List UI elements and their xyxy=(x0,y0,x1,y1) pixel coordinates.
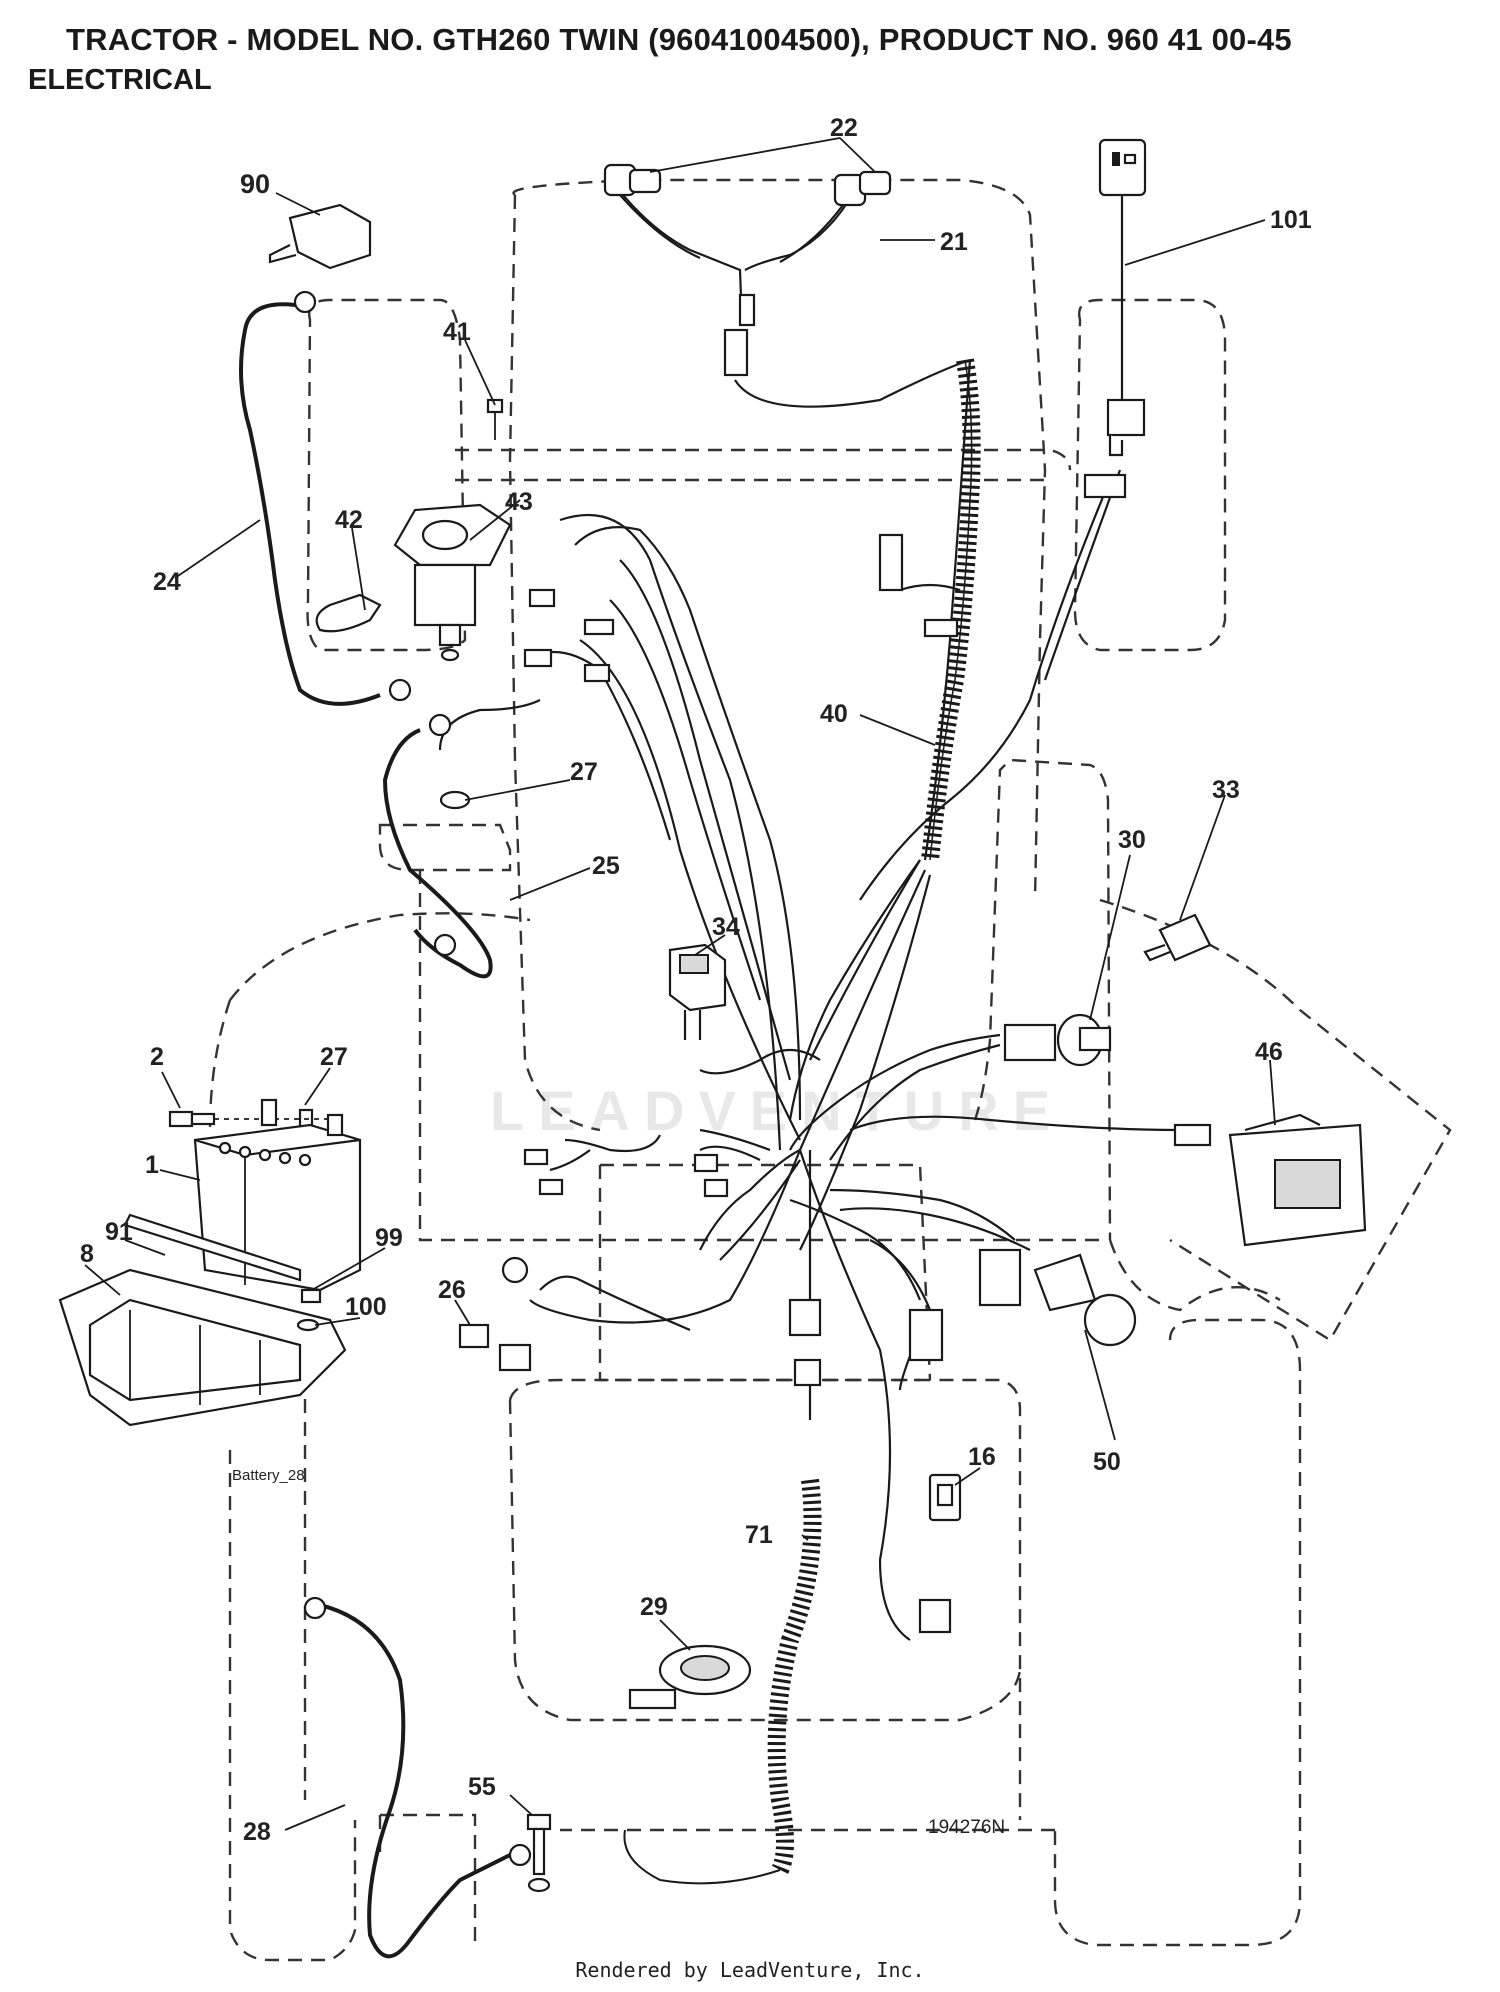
callout-25: 25 xyxy=(592,852,620,880)
callout-27-battery: 27 xyxy=(320,1043,348,1071)
callout-24: 24 xyxy=(153,568,181,596)
callout-27-top: 27 xyxy=(570,758,598,786)
battery-cable-25 xyxy=(382,728,493,979)
hour-meter-46 xyxy=(1228,1113,1367,1247)
section-title: ELECTRICAL xyxy=(28,64,212,96)
solenoid-43 xyxy=(393,503,512,662)
hold-down-91 xyxy=(123,1213,302,1282)
callout-42: 42 xyxy=(335,506,363,534)
leader-lines xyxy=(84,137,1276,1831)
key-33 xyxy=(1143,913,1212,962)
callout-21: 21 xyxy=(940,228,968,256)
screw-41 xyxy=(486,398,504,440)
battery-tray-8 xyxy=(58,1268,347,1427)
callout-8: 8 xyxy=(80,1240,94,1268)
callout-16: 16 xyxy=(968,1443,996,1471)
pto-switch-50 xyxy=(978,1248,1137,1347)
callout-29: 29 xyxy=(640,1593,668,1621)
callout-41: 41 xyxy=(443,318,471,346)
callout-numbers: 90 22 21 101 41 24 42 43 40 27 25 33 30 … xyxy=(80,114,1312,1846)
callout-40: 40 xyxy=(820,700,848,728)
callout-1: 1 xyxy=(145,1151,159,1179)
callout-55: 55 xyxy=(468,1773,496,1801)
callout-2: 2 xyxy=(150,1043,164,1071)
switch-34 xyxy=(668,943,727,1040)
battery-1 xyxy=(193,1098,362,1292)
conduit-71 xyxy=(623,1478,822,1885)
chassis-outline xyxy=(208,178,1452,1962)
callout-26: 26 xyxy=(438,1276,466,1304)
callout-101: 101 xyxy=(1270,206,1312,234)
washer-screw-99-100 xyxy=(296,1288,322,1332)
callout-34: 34 xyxy=(712,913,740,941)
callout-90: 90 xyxy=(240,169,270,199)
conduit-40 xyxy=(921,358,981,861)
battery-cable-24 xyxy=(239,302,381,706)
callout-71: 71 xyxy=(745,1521,773,1549)
headlight-bulbs-22 xyxy=(603,163,892,377)
callout-50: 50 xyxy=(1093,1448,1121,1476)
alarm-29 xyxy=(628,1644,752,1710)
page-title: TRACTOR - MODEL NO. GTH260 TWIN (9604100… xyxy=(66,22,1292,57)
battery-label: Battery_28 xyxy=(232,1467,305,1484)
battery-hardware xyxy=(168,1108,330,1130)
fuse-26 xyxy=(458,1323,532,1372)
callout-22: 22 xyxy=(830,114,858,142)
footer-credit: Rendered by LeadVenture, Inc. xyxy=(575,1958,925,1982)
ignition-switch-30 xyxy=(1003,1013,1112,1067)
terminal-cover-90 xyxy=(268,203,372,270)
callout-46: 46 xyxy=(1255,1038,1283,1066)
connectors xyxy=(523,533,1212,1634)
switch-101 xyxy=(1083,138,1147,499)
ring-terminals xyxy=(293,290,532,1867)
callout-100: 100 xyxy=(345,1293,387,1321)
callout-30: 30 xyxy=(1118,826,1146,854)
wiring-harness xyxy=(438,184,1181,1641)
bolt-55 xyxy=(526,1813,552,1893)
nut-27 xyxy=(439,790,471,810)
relay-16 xyxy=(928,1473,962,1522)
callout-99: 99 xyxy=(375,1224,403,1252)
ground-cable-28 xyxy=(319,1603,521,1959)
watermark: LEADVENTURE xyxy=(490,1079,1064,1142)
drawing-number: 194276N xyxy=(928,1817,1005,1838)
callout-28: 28 xyxy=(243,1818,271,1846)
callout-33: 33 xyxy=(1212,776,1240,804)
callout-43: 43 xyxy=(505,488,533,516)
terminal-boot-42 xyxy=(315,593,382,633)
callout-91: 91 xyxy=(105,1218,133,1246)
